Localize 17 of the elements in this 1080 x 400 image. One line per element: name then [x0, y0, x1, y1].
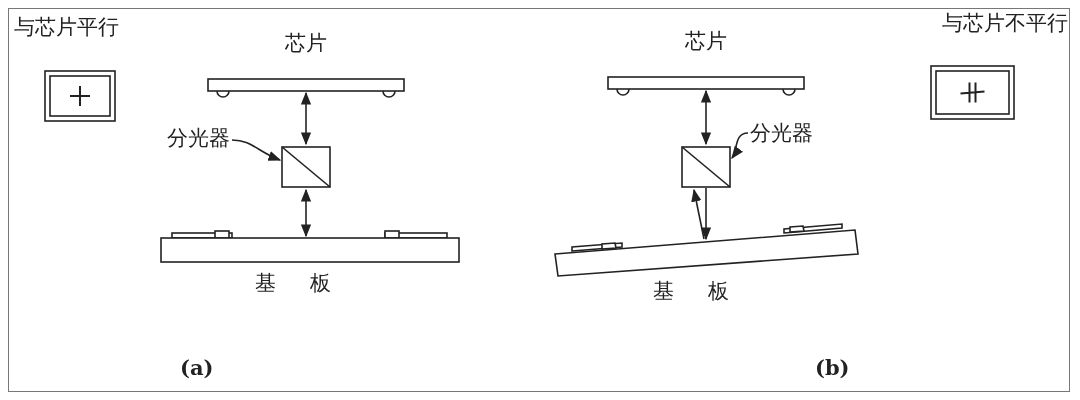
double-arrow: [700, 89, 712, 146]
arrow: [700, 187, 712, 241]
caption-text: 与芯片平行: [14, 15, 119, 39]
part-label: 分光器: [750, 121, 813, 145]
chip-label: 芯片: [285, 31, 327, 55]
part-label: 分光器: [167, 126, 230, 150]
arrow: [691, 188, 705, 240]
caption-text: 与芯片不平行: [942, 11, 1068, 35]
double-arrow: [300, 91, 312, 146]
substrate-label: 基板: [653, 279, 763, 303]
panel-label: (a): [180, 355, 214, 381]
substrate-label: 基板: [255, 271, 365, 295]
panel-label: (b): [815, 355, 850, 381]
chip-label: 芯片: [685, 29, 727, 53]
double-arrow: [300, 188, 312, 238]
leader-line: [231, 139, 282, 161]
leader-line: [731, 132, 749, 160]
